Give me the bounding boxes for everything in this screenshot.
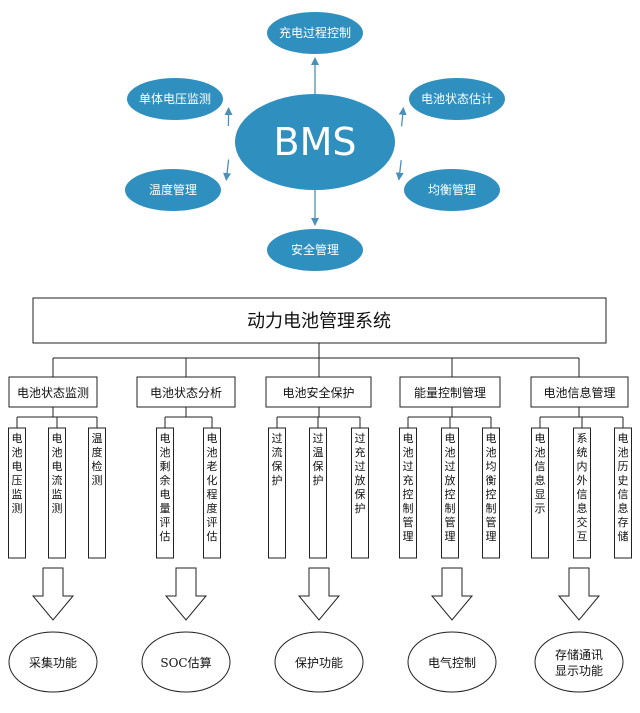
subitem-label: 电池剩余电量评估 bbox=[160, 432, 171, 543]
subitem-box bbox=[88, 427, 106, 559]
function-ellipse bbox=[141, 631, 231, 693]
down-arrow bbox=[31, 567, 75, 621]
category-label: 电池状态分析 bbox=[150, 386, 222, 400]
subitem-label: 过充过放保护 bbox=[355, 432, 366, 515]
function-label: 存储通讯 bbox=[555, 647, 603, 662]
bms-satellite-label: 均衡管理 bbox=[428, 182, 476, 197]
subitem-label: 电池均衡控制管理 bbox=[486, 432, 497, 543]
subitem-box bbox=[399, 427, 417, 559]
bms-satellite-label: 单体电压监测 bbox=[139, 92, 211, 106]
bms-satellite-label: 温度管理 bbox=[149, 182, 197, 197]
bms-satellite-bubble bbox=[125, 169, 221, 211]
root-box bbox=[32, 297, 607, 344]
function-ellipse bbox=[274, 631, 364, 693]
subitem-box bbox=[203, 427, 221, 559]
bms-center-label: BMS bbox=[274, 120, 357, 164]
subitem-label: 电池电压监测 bbox=[12, 432, 23, 515]
subitem-box bbox=[8, 427, 26, 559]
category-box bbox=[8, 376, 98, 408]
bms-satellite-bubble bbox=[267, 229, 363, 271]
bms-satellite-label: 充电过程控制 bbox=[279, 25, 351, 40]
category-label: 电池信息管理 bbox=[543, 385, 615, 400]
bms-satellite-bubble bbox=[267, 12, 363, 54]
hub-arrow bbox=[398, 106, 407, 127]
bms-center-bubble bbox=[235, 94, 395, 190]
function-label: 保护功能 bbox=[295, 656, 343, 670]
subitem-label: 温度检测 bbox=[92, 432, 103, 487]
subitem-label: 电池老化程度评估 bbox=[207, 432, 218, 543]
subitem-label: 电池过放控制管理 bbox=[445, 432, 456, 543]
function-ellipse bbox=[534, 631, 624, 693]
subitem-box bbox=[351, 427, 369, 559]
subitem-box bbox=[531, 427, 549, 559]
subitem-box bbox=[573, 427, 591, 559]
category-label: 电池状态监测 bbox=[17, 386, 89, 400]
subitem-box bbox=[614, 427, 632, 559]
subitem-label: 电池电流监测 bbox=[52, 432, 63, 515]
function-label: 电气控制 bbox=[428, 655, 476, 670]
function-ellipse bbox=[8, 631, 98, 693]
down-arrow bbox=[297, 567, 341, 621]
function-label: 显示功能 bbox=[555, 664, 603, 678]
category-box bbox=[530, 376, 629, 408]
category-box bbox=[136, 376, 236, 408]
subitem-label: 电池历史信息存储 bbox=[618, 432, 629, 543]
subitem-box bbox=[441, 427, 459, 559]
root-label: 动力电池管理系统 bbox=[247, 311, 391, 332]
category-box bbox=[399, 376, 501, 408]
hub-arrow bbox=[223, 159, 232, 182]
function-label: 采集功能 bbox=[29, 655, 77, 670]
bms-satellite-bubble bbox=[127, 78, 223, 120]
function-ellipse bbox=[407, 631, 497, 693]
subitem-box bbox=[268, 427, 286, 559]
bms-satellite-bubble bbox=[409, 78, 505, 120]
down-arrow bbox=[164, 567, 208, 621]
subitem-box bbox=[309, 427, 327, 559]
hub-arrow bbox=[395, 160, 404, 181]
bms-satellite-label: 电池状态估计 bbox=[421, 92, 493, 106]
bms-satellite-label: 安全管理 bbox=[291, 242, 339, 257]
bms-satellite-bubble bbox=[404, 169, 500, 211]
subitem-label: 系统内外信息交互 bbox=[577, 432, 588, 543]
category-label: 能量控制管理 bbox=[414, 385, 486, 400]
subitem-label: 电池信息显示 bbox=[535, 432, 546, 515]
subitem-box bbox=[156, 427, 174, 559]
subitem-box bbox=[482, 427, 500, 559]
function-label: SOC估算 bbox=[160, 655, 211, 670]
subitem-label: 过流保护 bbox=[272, 432, 283, 487]
subitem-label: 电池过充控制管理 bbox=[403, 432, 414, 543]
category-box bbox=[265, 376, 372, 408]
category-label: 电池安全保护 bbox=[282, 385, 354, 400]
down-arrow bbox=[557, 567, 601, 621]
subitem-box bbox=[48, 427, 66, 559]
down-arrow bbox=[430, 567, 474, 621]
subitem-label: 过温保护 bbox=[313, 432, 324, 487]
